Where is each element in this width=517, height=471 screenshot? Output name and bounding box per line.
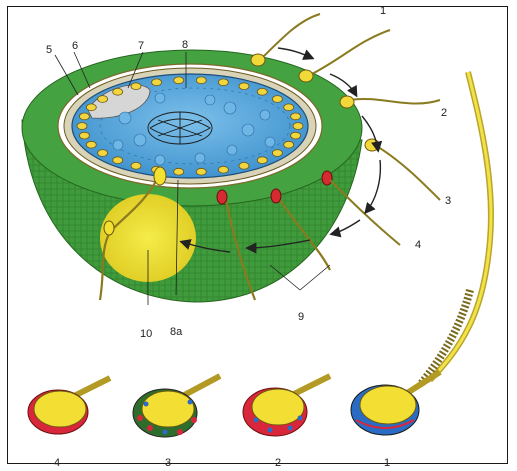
cortical-granule [113,157,123,164]
cortical-granule [257,88,267,95]
cortical-granule [196,168,206,175]
label-1: 1 [380,6,386,17]
cortical-granule [174,168,184,175]
cortical-granule [272,150,282,157]
large-sperm [420,72,491,385]
cortical-granule [79,113,89,120]
stage-label-1: 1 [384,458,390,469]
label-2: 2 [441,108,447,119]
cortical-granule [79,132,89,139]
egg-cell [22,50,362,302]
label-8: 8 [182,40,188,51]
cortical-granule [239,83,249,90]
cortical-granule [218,166,228,173]
label-6: 6 [72,41,78,52]
stage-2-head [243,376,330,436]
nucleoplasm [72,74,308,178]
cortical-granule [196,77,206,84]
cortical-granule [174,77,184,84]
cortical-granule [86,104,96,111]
label-3: 3 [445,196,451,207]
cortical-granule [131,162,141,169]
cortical-granule [98,150,108,157]
label-9: 9 [298,312,304,323]
stage-label-3: 3 [165,458,171,469]
cortical-granule [86,141,96,148]
cortical-granule [131,83,141,90]
cortical-granule [284,104,294,111]
cortical-granule [77,123,87,130]
stage-1-head [351,372,440,435]
label-7: 7 [138,41,144,52]
cortical-granule [272,96,282,103]
cortical-granule [257,157,267,164]
stage-3-head [133,376,220,437]
cortical-granule [218,79,228,86]
cortical-granule [291,132,301,139]
cortical-granule [98,96,108,103]
stage-4-head [28,378,110,434]
cortical-granule [291,113,301,120]
label-10: 10 [140,329,152,340]
stage-label-4: 4 [54,458,60,469]
label-5: 5 [46,45,52,56]
label-8a: 8a [170,327,182,338]
cortical-granule [284,141,294,148]
stage-label-2: 2 [275,458,281,469]
cortical-granule [152,79,162,86]
cortical-granule [113,88,123,95]
stage-heads [28,372,440,437]
cortical-granule [293,123,303,130]
cortical-granule [239,162,249,169]
label-4: 4 [415,240,421,251]
